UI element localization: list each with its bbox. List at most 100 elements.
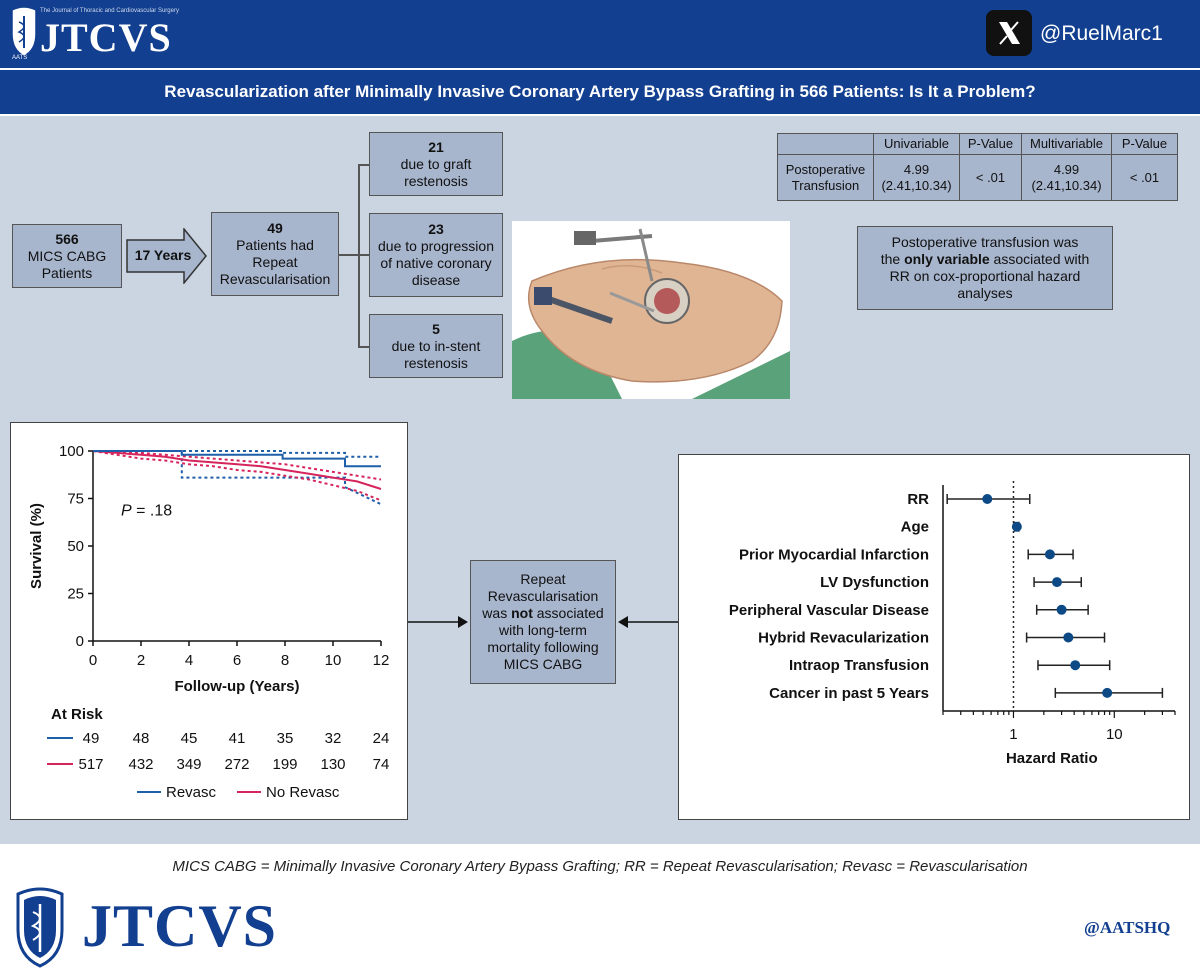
repeat-number: 49 bbox=[267, 220, 283, 236]
x-tick-label: 12 bbox=[373, 652, 390, 669]
connector bbox=[358, 346, 370, 348]
patients-number: 566 bbox=[55, 230, 79, 247]
hazard-point bbox=[1063, 632, 1074, 643]
note-text: associated with bbox=[989, 251, 1090, 267]
branch-text: restenosis bbox=[404, 354, 468, 371]
conclusion-emphasis: not bbox=[511, 605, 533, 621]
hazard-point bbox=[982, 494, 993, 504]
y-tick-label: 50 bbox=[67, 538, 84, 555]
hazard-point bbox=[1051, 577, 1062, 588]
at-risk-value: 432 bbox=[128, 756, 153, 773]
conclusion-text: was bbox=[482, 605, 512, 621]
at-risk-value: 24 bbox=[373, 730, 390, 747]
at-risk-value: 74 bbox=[373, 756, 390, 773]
table-header: P-Value bbox=[1111, 133, 1178, 155]
univariable-cell: 4.99(2.41,10.34) bbox=[873, 154, 960, 201]
y-tick-label: 75 bbox=[67, 491, 84, 508]
multivariable-cell: 4.99(2.41,10.34) bbox=[1021, 154, 1112, 201]
y-tick-label: 25 bbox=[67, 586, 84, 603]
y-axis-label: Survival (%) bbox=[28, 503, 45, 589]
patients-box: 566 MICS CABG Patients bbox=[12, 224, 122, 288]
hazard-point bbox=[1044, 549, 1055, 560]
table-header: P-Value bbox=[959, 133, 1022, 155]
results-table: Univariable P-Value Multivariable P-Valu… bbox=[777, 133, 1178, 201]
aats-seal-icon bbox=[16, 887, 64, 968]
branch-number: 23 bbox=[428, 221, 444, 237]
conclusion-box: Repeat Revascularisation was not associa… bbox=[470, 560, 616, 684]
conclusion-line: mortality following bbox=[487, 639, 599, 655]
transfusion-note-box: Postoperative transfusion was the only v… bbox=[857, 226, 1113, 310]
conclusion-line: Revascularisation bbox=[487, 588, 599, 604]
category-label: Hybrid Revacularization bbox=[758, 630, 929, 647]
row-label-line: Postoperative bbox=[785, 161, 866, 177]
univariable-p-cell: < .01 bbox=[959, 154, 1022, 201]
at-risk-value: 41 bbox=[229, 730, 246, 747]
right-arrow-icon bbox=[618, 616, 678, 628]
table-header-blank bbox=[777, 133, 874, 155]
univariable-hr: 4.99 bbox=[903, 161, 930, 177]
branch-text: restenosis bbox=[404, 172, 468, 189]
years-label: 17 Years bbox=[134, 247, 192, 263]
repeat-label-2: Repeat bbox=[252, 254, 298, 270]
category-label: Cancer in past 5 Years bbox=[769, 685, 929, 702]
at-risk-value: 45 bbox=[181, 730, 198, 747]
left-arrow-icon bbox=[408, 616, 468, 628]
branch-text: due to progression bbox=[378, 238, 494, 254]
connector bbox=[339, 254, 359, 256]
multivariable-hr: 4.99 bbox=[1053, 161, 1080, 177]
x-axis-label: Hazard Ratio bbox=[1006, 750, 1098, 767]
patients-label-2: Patients bbox=[41, 264, 93, 281]
category-label: Peripheral Vascular Disease bbox=[729, 602, 929, 619]
note-line: Postoperative transfusion was bbox=[891, 234, 1079, 250]
x-tick-label: 4 bbox=[185, 652, 193, 669]
title-bar: Revascularization after Minimally Invasi… bbox=[0, 68, 1200, 116]
journal-logo-text: JTCVS bbox=[40, 15, 172, 60]
multivariable-ci: (2.41,10.34) bbox=[1031, 177, 1102, 193]
legend-label: Revasc bbox=[166, 784, 217, 801]
x-tick-label: 0 bbox=[89, 652, 97, 669]
x-tick-label: 6 bbox=[233, 652, 241, 669]
x-tick-label: 10 bbox=[325, 652, 342, 669]
ci-upper-line-1 bbox=[93, 450, 382, 481]
at-risk-value: 35 bbox=[277, 730, 294, 747]
note-line: the only variable associated with bbox=[881, 251, 1090, 268]
x-axis-label: Follow-up (Years) bbox=[174, 678, 299, 695]
at-risk-value: 32 bbox=[325, 730, 342, 747]
category-label: Prior Myocardial Infarction bbox=[739, 546, 929, 563]
at-risk-value: 130 bbox=[320, 756, 345, 773]
conclusion-text: associated bbox=[532, 605, 604, 621]
category-label: Age bbox=[901, 519, 929, 536]
repeat-revasc-box: 49 Patients had Repeat Revascularisation bbox=[211, 212, 339, 296]
graft-restenosis-box: 21 due to graft restenosis bbox=[369, 132, 503, 196]
at-risk-value: 349 bbox=[176, 756, 201, 773]
survival-line-0 bbox=[93, 450, 381, 468]
category-label: LV Dysfunction bbox=[820, 574, 929, 591]
page-title: Revascularization after Minimally Invasi… bbox=[164, 82, 1036, 101]
at-risk-value: 199 bbox=[272, 756, 297, 773]
repeat-label-3: Revascularisation bbox=[219, 271, 331, 287]
hazard-point bbox=[1056, 604, 1067, 615]
x-tick-label: 2 bbox=[137, 652, 145, 669]
branch-text: due to graft bbox=[400, 155, 472, 172]
conclusion-line: MICS CABG bbox=[503, 656, 583, 672]
multivariable-p-cell: < .01 bbox=[1111, 154, 1178, 201]
branch-number: 21 bbox=[428, 138, 444, 155]
repeat-label-1: Patients had bbox=[236, 237, 314, 253]
at-risk-value: 48 bbox=[133, 730, 150, 747]
ci-lower-line-1 bbox=[92, 450, 382, 502]
category-label: Intraop Transfusion bbox=[789, 657, 929, 674]
table-header: Univariable bbox=[873, 133, 960, 155]
p-symbol: P bbox=[121, 503, 132, 520]
note-line: analyses bbox=[957, 285, 1013, 301]
society-handle: @AATSHQ bbox=[1084, 918, 1171, 937]
connector bbox=[358, 254, 370, 256]
x-tick-label: 1 bbox=[1009, 726, 1017, 743]
author-handle: @RuelMarc1 bbox=[1040, 22, 1163, 45]
connector bbox=[358, 164, 370, 166]
at-risk-value: 517 bbox=[78, 756, 103, 773]
surgery-illustration bbox=[512, 221, 790, 399]
